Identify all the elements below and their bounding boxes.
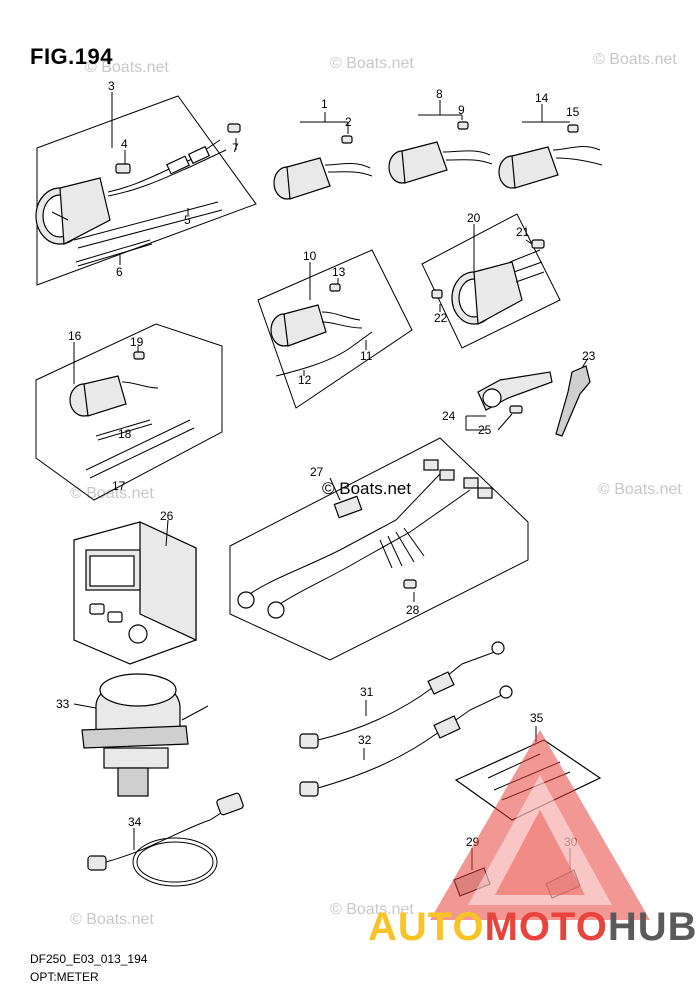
figure-title: FIG.194: [30, 44, 113, 69]
sensor-33: [73, 673, 209, 797]
parts-23-25: [465, 357, 591, 437]
watermark-text-center: © Boats.net: [322, 479, 411, 498]
cable-34: [87, 792, 244, 887]
callout-9: 9: [458, 103, 465, 117]
callout-16: 16: [68, 329, 82, 343]
callout-28: 28: [406, 603, 420, 617]
callout-27: 27: [310, 465, 324, 479]
callout-8: 8: [436, 87, 443, 101]
callout-35: 35: [530, 711, 544, 725]
callout-7: 7: [232, 141, 239, 155]
callout-21: 21: [516, 225, 530, 239]
callout-15: 15: [566, 105, 580, 119]
callout-34: 34: [128, 815, 142, 829]
callout-labels: 3 4 7 5 6 1 2 8 9 14 15 10 13 11 12 20 2…: [56, 79, 596, 849]
figure-code: DF250_E03_013_194: [30, 952, 148, 966]
harness-31: [299, 641, 505, 749]
callout-26: 26: [160, 509, 174, 523]
callout-13: 13: [332, 265, 346, 279]
watermark-text: © Boats.net: [70, 911, 154, 928]
gauge-1: [273, 112, 373, 200]
kit-box-3: [35, 92, 257, 286]
callout-12: 12: [298, 373, 312, 387]
kit-box-27: [229, 437, 529, 661]
callout-18: 18: [118, 427, 132, 441]
callout-5: 5: [184, 213, 191, 227]
watermark-text: © Boats.net: [330, 901, 414, 918]
brand-text-auto: AUTOMOTOHUB: [368, 905, 696, 949]
callout-24: 24: [442, 409, 456, 423]
kit-box-20: [421, 213, 561, 349]
callout-4: 4: [121, 137, 128, 151]
gauge-14: [498, 104, 603, 189]
gauge-8: [388, 100, 493, 184]
watermark-text: © Boats.net: [598, 481, 682, 498]
callout-6: 6: [116, 265, 123, 279]
harness-32: [299, 685, 513, 797]
callout-14: 14: [535, 91, 549, 105]
watermark-group: © Boats.net © Boats.net © Boats.net © Bo…: [70, 51, 682, 928]
watermark-text: © Boats.net: [330, 55, 414, 72]
callout-22: 22: [434, 311, 448, 325]
kit-box-10: [257, 249, 413, 409]
callout-2: 2: [345, 115, 352, 129]
display-26: [73, 519, 197, 665]
brand-logo: AUTOMOTOHUB: [368, 730, 696, 949]
watermark-text: © Boats.net: [593, 51, 677, 68]
callout-31: 31: [360, 685, 374, 699]
callout-32: 32: [358, 733, 372, 747]
callout-33: 33: [56, 697, 70, 711]
kit-box-16: [35, 323, 223, 501]
figure-name: OPT:METER: [30, 970, 99, 984]
callout-17: 17: [112, 479, 126, 493]
callout-20: 20: [467, 211, 481, 225]
callout-23: 23: [582, 349, 596, 363]
callout-10: 10: [303, 249, 317, 263]
callout-11: 11: [360, 349, 373, 363]
callout-25: 25: [478, 423, 492, 437]
watermark-text: © Boats.net: [85, 59, 169, 76]
callout-19: 19: [130, 335, 144, 349]
callout-1: 1: [321, 97, 328, 111]
callout-3: 3: [108, 79, 115, 93]
